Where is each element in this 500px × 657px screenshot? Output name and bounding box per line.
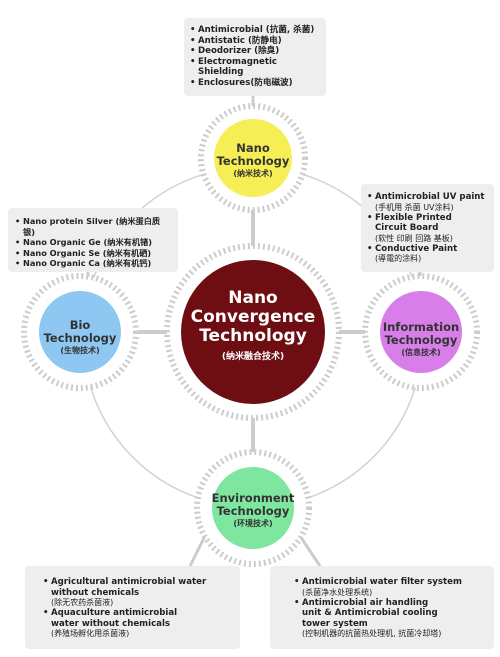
info-app-en: Flexible Printed bbox=[375, 212, 452, 223]
information-node bbox=[380, 291, 462, 373]
nano-node-line1: Nano bbox=[236, 141, 270, 155]
center-zh: (纳米融合技术) bbox=[221, 352, 285, 362]
env-left-zh: (除无农药杀菌液) bbox=[51, 598, 114, 607]
info-app-item: Flexible Printed Circuit Board (软性 印刷 回路… bbox=[367, 213, 490, 244]
env-left-en: Aquaculture antimicrobial bbox=[51, 608, 178, 618]
information-applications-box: Antimicrobial UV paint (手机用 杀菌 UV涂料) Fle… bbox=[361, 184, 494, 272]
environment-node-zh: (环境技术) bbox=[233, 519, 273, 528]
environment-node-line1: Environment bbox=[211, 491, 295, 505]
info-app-en: Antimicrobial UV paint bbox=[375, 192, 485, 202]
information-node-zh: (信息技术) bbox=[401, 348, 441, 357]
bio-app-item: Nano protein Silver (纳米蛋白质银) bbox=[15, 216, 172, 237]
env-right-zh: (控制机器的抗菌热处理机, 抗菌冷却塔) bbox=[302, 629, 442, 638]
nano-node bbox=[214, 119, 292, 197]
connector-env-left bbox=[188, 535, 207, 567]
env-right-en: Antimicrobial water filter system bbox=[302, 577, 462, 587]
bio-node-label: Bio Technology (生物技术) bbox=[30, 319, 130, 357]
center-line1: Nano bbox=[228, 288, 278, 308]
bio-node-line2: Technology bbox=[43, 330, 117, 345]
env-left-item: Agricultural antimicrobial water without… bbox=[43, 577, 234, 608]
env-right-en2: unit & Antimicrobial cooling bbox=[302, 608, 438, 618]
information-node-line2: Technology bbox=[384, 332, 458, 347]
center-line3: Technology bbox=[199, 326, 307, 346]
environment-right-box: Antimicrobial water filter system (杀菌净水处… bbox=[270, 566, 494, 649]
env-left-en2: without chemicals bbox=[51, 587, 140, 598]
environment-node-line2: Technology bbox=[216, 503, 290, 518]
bio-app-item: Nano Organic Ca (纳米有机钙) bbox=[15, 258, 172, 269]
nano-app-item: Electromagnetic Shielding bbox=[190, 57, 320, 78]
bio-app-item: Nano Organic Ge (纳米有机锗) bbox=[15, 237, 172, 248]
nano-node-label: Nano Technology (纳米技术) bbox=[203, 142, 303, 180]
nano-applications-box: Antimicrobial (抗菌, 杀菌) Antistatic (防静电) … bbox=[184, 18, 326, 96]
env-left-en: Agricultural antimicrobial water bbox=[51, 577, 207, 587]
information-node-label: Information Technology (信息技术) bbox=[366, 321, 476, 359]
env-left-zh: (养殖场孵化用杀菌液) bbox=[51, 629, 130, 638]
environment-node bbox=[212, 467, 294, 549]
information-node-line1: Information bbox=[382, 320, 460, 334]
bio-node-zh: (生物技术) bbox=[60, 346, 100, 355]
connector-env-right bbox=[298, 535, 322, 567]
bio-applications-box: Nano protein Silver (纳米蛋白质银) Nano Organi… bbox=[8, 208, 178, 272]
bio-node bbox=[39, 291, 121, 373]
nano-app-item-cont: Enclosures(防电磁波) bbox=[190, 78, 320, 89]
info-app-item: Conductive Paint (導電的涂料) bbox=[367, 244, 490, 265]
info-app-item: Antimicrobial UV paint (手机用 杀菌 UV涂料) bbox=[367, 192, 490, 213]
env-left-en2: water without chemicals bbox=[51, 618, 171, 629]
info-app-zh: (手机用 杀菌 UV涂料) bbox=[375, 202, 454, 212]
nano-node-zh: (纳米技术) bbox=[233, 169, 273, 178]
env-left-item: Aquaculture antimicrobial water without … bbox=[43, 608, 234, 639]
nano-app-item: Deodorizer (除臭) bbox=[190, 46, 320, 57]
env-right-item: Antimicrobial water filter system (杀菌净水处… bbox=[294, 577, 490, 598]
nano-app-item: Antistatic (防静电) bbox=[190, 36, 320, 47]
env-right-en: Antimicrobial air handling bbox=[302, 597, 429, 608]
environment-left-box: Agricultural antimicrobial water without… bbox=[25, 566, 240, 649]
bio-node-line1: Bio bbox=[69, 318, 91, 332]
env-right-item: Antimicrobial air handling unit & Antimi… bbox=[294, 598, 490, 640]
env-right-en3: tower system bbox=[302, 618, 368, 629]
bio-app-item: Nano Organic Se (纳米有机硒) bbox=[15, 248, 172, 259]
info-app-zh: (软性 印刷 回路 基板) bbox=[375, 233, 453, 243]
environment-node-label: Environment Technology (环境技术) bbox=[198, 492, 308, 530]
center-node-label: Nano Convergence Technology (纳米融合技术) bbox=[181, 289, 325, 363]
info-app-zh: (導電的涂料) bbox=[375, 254, 422, 263]
nano-node-line2: Technology bbox=[216, 153, 290, 168]
center-node bbox=[181, 260, 325, 404]
nano-app-item: Antimicrobial (抗菌, 杀菌) bbox=[190, 25, 320, 36]
info-app-en2: Circuit Board bbox=[375, 223, 439, 233]
center-line2: Convergence bbox=[190, 307, 316, 327]
env-right-zh: (杀菌净水处理系统) bbox=[302, 587, 373, 597]
info-app-en: Conductive Paint bbox=[375, 243, 458, 254]
